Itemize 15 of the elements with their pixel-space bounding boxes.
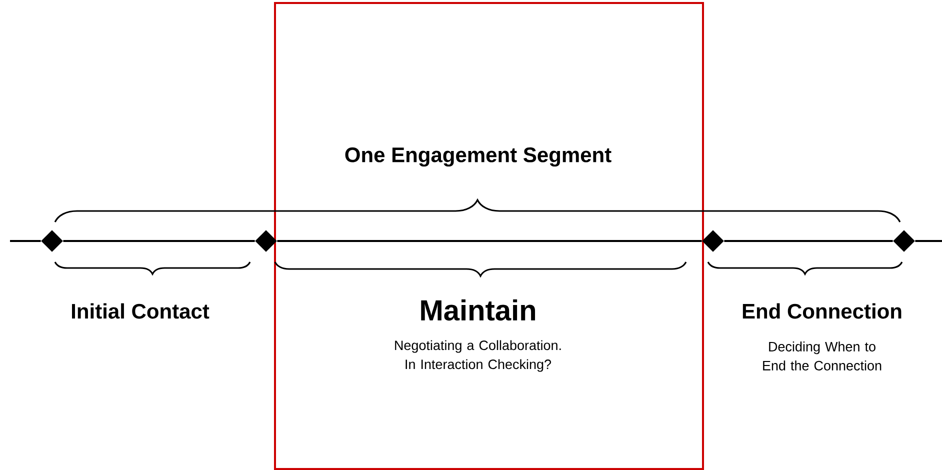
timeline-line bbox=[63, 240, 255, 242]
timeline-line bbox=[915, 240, 942, 242]
segment-title: One Engagement Segment bbox=[345, 147, 612, 167]
diamond-marker bbox=[893, 230, 915, 252]
timeline-line bbox=[277, 240, 702, 242]
phase-description: Negotiating a Collaboration. In Interaction Checking? bbox=[395, 340, 561, 372]
phase-title: Maintain bbox=[421, 299, 536, 321]
phase-title: Initial Contact bbox=[72, 303, 210, 319]
diamond-marker bbox=[702, 230, 724, 252]
diamond-marker bbox=[41, 230, 63, 252]
phase-description: Deciding When to End the Connection bbox=[763, 342, 882, 370]
phase-title: End Connection bbox=[742, 303, 902, 319]
timeline-line bbox=[724, 240, 893, 242]
timeline-line bbox=[10, 240, 41, 242]
diamond-marker bbox=[255, 230, 277, 252]
